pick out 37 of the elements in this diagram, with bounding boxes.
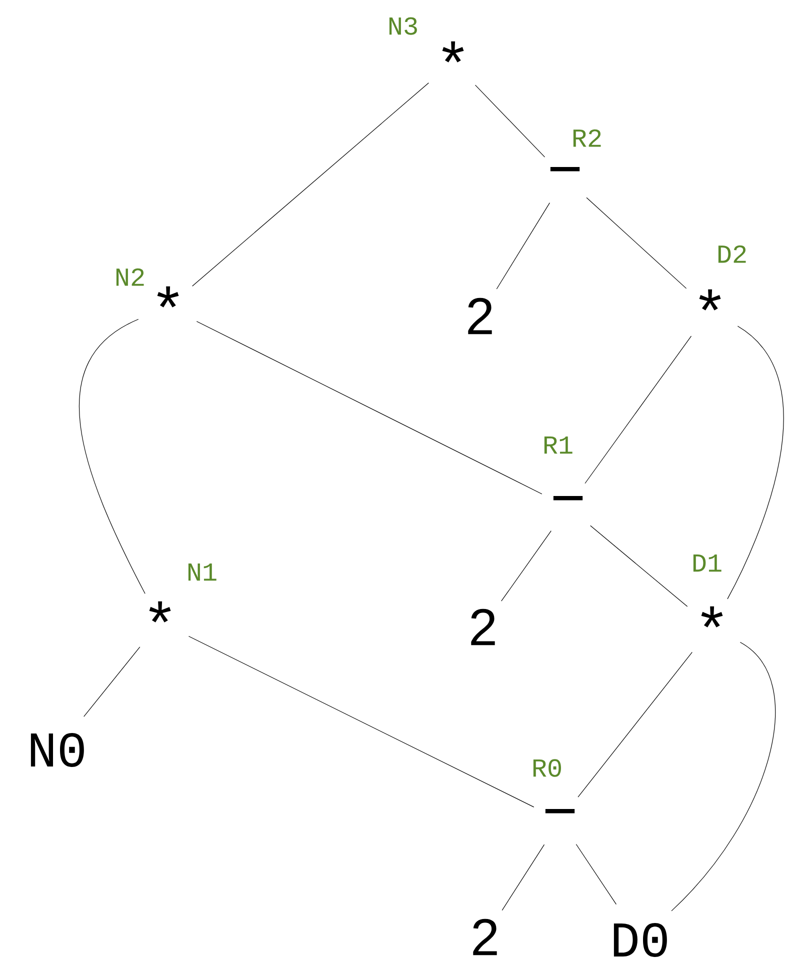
connector-line: [474, 84, 546, 158]
operator-symbol: *: [442, 41, 464, 62]
connector-line: [496, 202, 550, 290]
node-label: R1: [544, 436, 572, 454]
node-label: N2: [116, 268, 144, 286]
operator-symbol: *: [701, 606, 723, 628]
connector-line: [192, 82, 429, 286]
node-label: N3: [389, 17, 417, 35]
node-label: D1: [693, 554, 722, 572]
operator-symbol: N0: [30, 733, 84, 767]
connector-line: [576, 844, 617, 905]
connector-line: [501, 530, 552, 602]
operator-symbol: *: [157, 286, 179, 308]
connector-line: [196, 321, 542, 494]
operator-symbol: 2: [473, 918, 497, 956]
connector-line: [727, 326, 784, 600]
operator-symbol: D0: [614, 923, 667, 957]
operator-symbol: *: [149, 601, 171, 622]
connector-line: [188, 636, 534, 808]
node-label: R2: [573, 129, 601, 147]
operator-symbol: 2: [471, 608, 495, 646]
connector-line: [671, 642, 776, 912]
connector-line: [502, 844, 545, 911]
operator-symbol: −: [550, 166, 580, 172]
connector-line: [84, 646, 140, 717]
connector-line: [590, 525, 688, 607]
connector-line: [78, 318, 146, 594]
connector-line: [586, 197, 687, 289]
operator-symbol: *: [699, 289, 721, 310]
connector-line: [578, 652, 692, 798]
operator-symbol: −: [553, 496, 583, 500]
node-label: N1: [188, 563, 216, 581]
operator-symbol: 2: [468, 298, 492, 334]
connector-line: [584, 336, 692, 484]
node-label: R0: [533, 759, 561, 777]
node-label: D2: [718, 245, 746, 263]
operator-symbol: −: [545, 808, 575, 814]
